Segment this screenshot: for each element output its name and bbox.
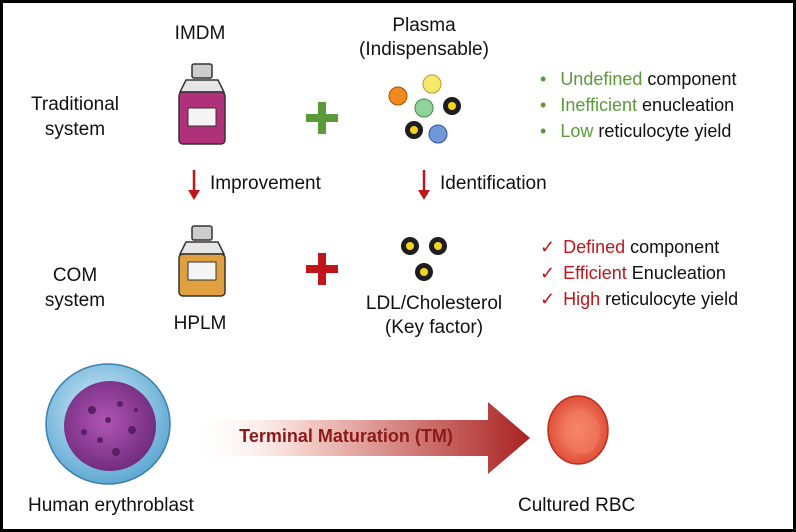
check-icon: ✓ [540,289,556,309]
com-system-label-2: system [44,290,106,311]
imdm-bottle-icon [178,63,226,145]
ldl-sublabel: (Key factor) [384,317,484,338]
erythroblast-label: Human erythroblast [28,495,194,516]
traditional-points-list: •Undefined component •Inefficient enucle… [540,66,736,144]
list-item: •Inefficient enucleation [540,95,735,115]
plus-red-icon [306,253,338,285]
plasma-particles-icon [388,74,461,144]
cultured-rbc-label: Cultured RBC [518,495,636,516]
com-system-label: COM [52,265,98,286]
plasma-label: Plasma [392,15,456,36]
hplm-bottle-icon [178,225,226,297]
traditional-system-label: Traditional [30,94,119,115]
plus-green-icon [306,102,338,134]
terminal-maturation-arrow [190,402,530,474]
list-item: ✓High reticulocyte yield [540,289,739,309]
bullet-icon: • [540,121,547,141]
com-points-list: ✓Defined component ✓Efficient Enucleatio… [540,234,738,312]
list-item: ✓Efficient Enucleation [540,263,726,283]
ldl-label: LDL/Cholesterol [365,293,503,314]
check-icon: ✓ [540,237,556,257]
check-icon: ✓ [540,263,556,283]
erythroblast-cell-icon [45,363,171,485]
bullet-icon: • [540,69,547,89]
list-item: •Low reticulocyte yield [540,121,732,141]
identification-label: Identification [440,173,547,194]
identification-arrow-icon [418,170,430,200]
list-item: •Undefined component [540,69,737,89]
traditional-system-label-2: system [44,119,106,140]
imdm-label: IMDM [174,23,226,44]
hplm-label: HPLM [173,313,227,334]
list-item: ✓Defined component [540,237,720,257]
cultured-rbc-icon [547,395,609,465]
ldl-particles-icon [401,237,447,281]
plasma-sublabel: (Indispensable) [359,39,489,60]
terminal-maturation-label: Terminal Maturation (TM) [239,426,453,446]
improvement-label: Improvement [210,173,321,194]
bullet-icon: • [540,95,547,115]
improvement-arrow-icon [188,170,200,200]
